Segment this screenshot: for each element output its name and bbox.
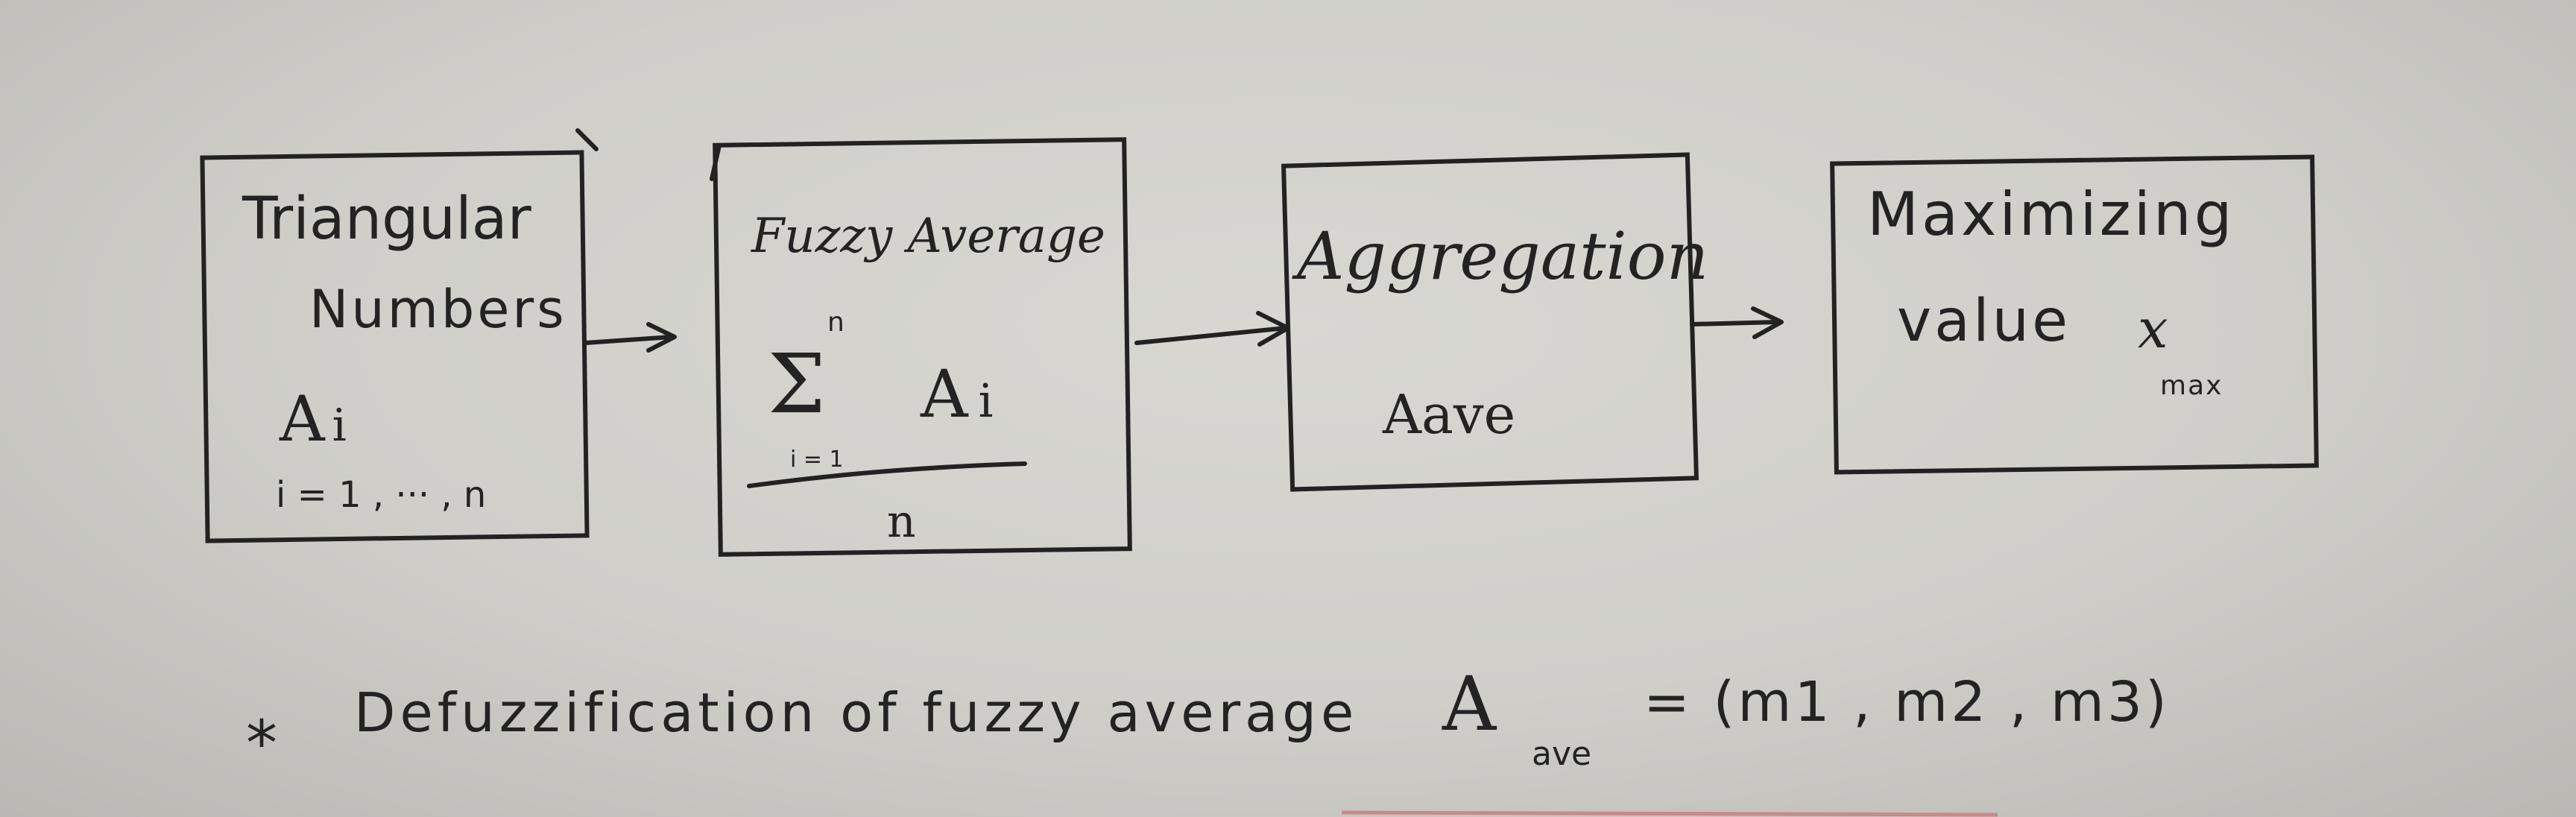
sum-lower-limit: i = 1 [790, 447, 844, 473]
arrow-1 [583, 335, 673, 345]
footnote-symbol: A [1442, 660, 1497, 748]
arrow-1-head [646, 322, 677, 353]
arrow-3-head [1751, 306, 1784, 339]
sum-symbol: Σ [768, 336, 826, 432]
node-triangular-range: i = 1 , ··· , n [276, 474, 487, 516]
node-triangular-title-line2: Numbers [309, 279, 567, 340]
fraction-denominator: n [887, 496, 916, 548]
node-maximizing-title-line1: Maximizing [1867, 180, 2235, 249]
footnote-equation: = (m1 , m2 , m3) [1644, 670, 2170, 734]
node-fuzzy-average-title: Fuzzy Average [751, 209, 1105, 264]
node-triangular-title-line1: Triangular [242, 186, 531, 253]
footnote-symbol-sub: ave [1532, 735, 1592, 773]
node-maximizing-symbol-sub: max [2160, 370, 2223, 401]
arrow-2-head [1256, 311, 1290, 347]
node-maximizing-symbol: x [2138, 297, 2168, 360]
node-maximizing-title-line2: value [1897, 288, 2071, 355]
node-aggregation-value: Aave [1383, 383, 1516, 446]
arrow-2 [1134, 326, 1288, 345]
footnote-star: * [246, 707, 277, 780]
node-aggregation-title: Aggregation [1297, 218, 1709, 294]
sum-upper-limit: n [827, 307, 845, 338]
footnote-text: Defuzzification of fuzzy average [354, 681, 1359, 744]
paper-red-line [1341, 810, 1998, 817]
fraction-bar [747, 461, 1027, 488]
arrow-3 [1690, 320, 1780, 327]
